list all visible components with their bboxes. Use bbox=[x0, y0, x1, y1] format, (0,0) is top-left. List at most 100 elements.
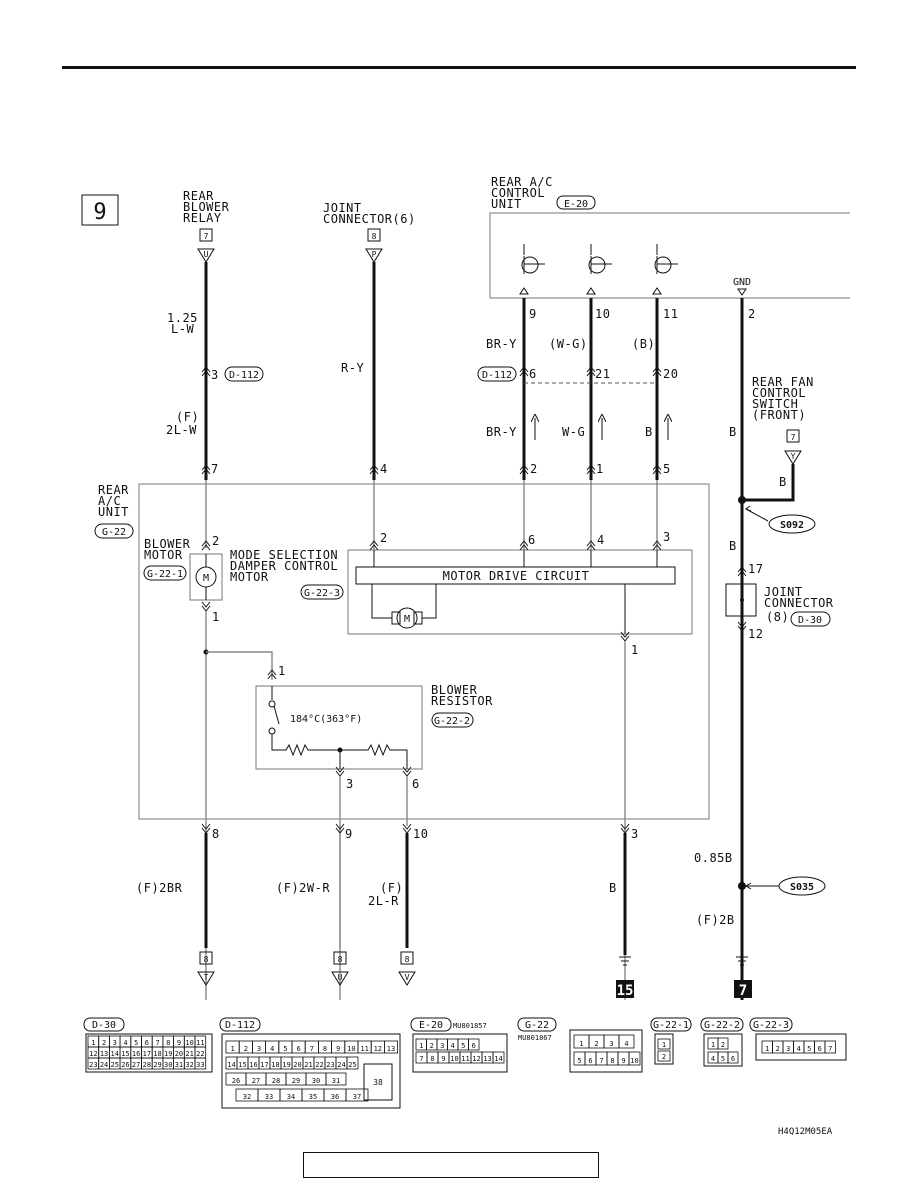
svg-text:CONTROL: CONTROL bbox=[752, 386, 806, 400]
wire-fan-switch bbox=[742, 464, 795, 502]
connector-view-g22-badge bbox=[517, 1017, 557, 1032]
connector-view-d30-pin-label: 7 bbox=[155, 1039, 159, 1047]
svg-text:G-22-2: G-22-2 bbox=[434, 716, 470, 727]
connector-view-e20-pin-label: 7 bbox=[419, 1055, 423, 1063]
header-rule bbox=[62, 66, 856, 69]
connector-view-d30-pin-label: 15 bbox=[121, 1050, 129, 1058]
connector-view-g223-pin-label: 4 bbox=[797, 1045, 801, 1053]
svg-text:2: 2 bbox=[530, 462, 538, 476]
connector-view-e20-pin-label: 11 bbox=[461, 1055, 469, 1063]
svg-text:CONNECTOR: CONNECTOR bbox=[764, 596, 834, 610]
svg-text:(F)2W-R: (F)2W-R bbox=[276, 881, 330, 895]
connector-view-d30-pin-label: 4 bbox=[123, 1039, 127, 1047]
connector-view-g22-pin-label: 2 bbox=[594, 1040, 598, 1048]
svg-text:4: 4 bbox=[597, 533, 605, 547]
connector-view-g221 bbox=[654, 1033, 674, 1065]
connector-view-d30-pin-label: 31 bbox=[175, 1061, 183, 1069]
connector-view-e20-pin-label: 10 bbox=[450, 1055, 458, 1063]
svg-text:V: V bbox=[405, 973, 410, 982]
connector-view-e20-pin-label: 8 bbox=[430, 1055, 434, 1063]
connector-view-g22-pin-label: 6 bbox=[588, 1057, 592, 1065]
svg-text:JOINT: JOINT bbox=[323, 201, 362, 215]
connector-view-g221-badge bbox=[650, 1017, 692, 1032]
svg-text:2L-R: 2L-R bbox=[368, 894, 399, 908]
svg-text:(FRONT): (FRONT) bbox=[752, 408, 806, 422]
page-footer-box bbox=[303, 1152, 599, 1178]
svg-text:2: 2 bbox=[212, 534, 220, 548]
connector-view-d112-pin-label: 36 bbox=[331, 1093, 339, 1101]
connector-view-g22-pin-label: 7 bbox=[599, 1057, 603, 1065]
svg-text:BLOWER: BLOWER bbox=[144, 537, 191, 551]
connector-view-d30-pin-label: 21 bbox=[185, 1050, 193, 1058]
svg-text:(F): (F) bbox=[380, 881, 403, 895]
connector-view-d30-badge-text: D-30 bbox=[92, 1020, 116, 1031]
svg-text:MOTOR DRIVE CIRCUIT: MOTOR DRIVE CIRCUIT bbox=[443, 569, 590, 583]
svg-text:7: 7 bbox=[211, 462, 219, 476]
svg-text:REAR: REAR bbox=[183, 189, 214, 203]
connector-view-d30-pin-label: 1 bbox=[91, 1039, 95, 1047]
connector-view-e20-pin-label: 14 bbox=[494, 1055, 502, 1063]
connector-view-e20-badge-text: E-20 bbox=[419, 1020, 443, 1031]
connector-view-g22-pin-label: 8 bbox=[610, 1057, 614, 1065]
connector-view-d112-pin-label: 21 bbox=[304, 1061, 312, 1069]
svg-text:1: 1 bbox=[596, 462, 604, 476]
svg-text:SWITCH: SWITCH bbox=[752, 397, 798, 411]
svg-text:GND: GND bbox=[733, 277, 751, 288]
connector-view-g222-pin-label: 6 bbox=[731, 1055, 735, 1063]
svg-text:MOTOR: MOTOR bbox=[230, 570, 269, 584]
svg-text:JOINT: JOINT bbox=[764, 585, 803, 599]
connector-view-g222-pin-label: 4 bbox=[711, 1055, 715, 1063]
connector-view-d112-pin-label: 26 bbox=[232, 1077, 240, 1085]
connector-view-d112-pin-label: 31 bbox=[332, 1077, 340, 1085]
connector-view-d30-pin-label: 17 bbox=[143, 1050, 151, 1058]
blower-resistor-label: BLOWER RESISTOR G-22-2 bbox=[431, 683, 493, 728]
connector-view-d112-badge bbox=[219, 1017, 261, 1032]
connector-view-d30-pin-label: 28 bbox=[143, 1061, 151, 1069]
connector-view-d112-pin bbox=[325, 1072, 347, 1086]
connector-view-g223-pin-label: 6 bbox=[818, 1045, 822, 1053]
connector-view-d112-pin-label: 28 bbox=[272, 1077, 280, 1085]
svg-text:A/C: A/C bbox=[98, 494, 121, 508]
connector-view-g22-pin-label: 10 bbox=[630, 1057, 638, 1065]
ground-point-7 bbox=[734, 980, 752, 998]
diagram-number: 9 bbox=[93, 200, 106, 225]
ecu-transistors bbox=[521, 244, 678, 274]
connector-view-g22-pin-label: 9 bbox=[621, 1057, 625, 1065]
rear-ac-control-unit-box bbox=[489, 212, 850, 299]
rear-ac-unit-box bbox=[138, 483, 710, 820]
connector-view-d112-pin-label: 17 bbox=[260, 1061, 268, 1069]
connector-view-d112-pin-label: 3 bbox=[257, 1045, 261, 1053]
connector-view-d112-pin bbox=[346, 1056, 359, 1070]
connector-view-g222-pin bbox=[727, 1051, 739, 1064]
svg-text:10: 10 bbox=[595, 307, 610, 321]
svg-text:RESISTOR: RESISTOR bbox=[431, 694, 493, 708]
connector-view-g223-badge-text: G-22-3 bbox=[753, 1020, 789, 1031]
connector-view-d112-pin-label: 11 bbox=[360, 1045, 368, 1053]
svg-text:CONTROL: CONTROL bbox=[491, 186, 545, 200]
svg-text:20: 20 bbox=[663, 367, 678, 381]
connector-view-d30-pin-label: 19 bbox=[164, 1050, 172, 1058]
svg-text:2L-W: 2L-W bbox=[166, 423, 197, 437]
svg-text:RELAY: RELAY bbox=[183, 211, 222, 225]
connector-view-g22-pin bbox=[618, 1034, 635, 1049]
rear-ac-unit-label: REAR A/C UNIT G-22 bbox=[94, 483, 134, 539]
connector-view-d112-pin-label: 27 bbox=[252, 1077, 260, 1085]
svg-text:0.85B: 0.85B bbox=[694, 851, 733, 865]
motor-drive-circuit bbox=[355, 566, 676, 585]
svg-text:21: 21 bbox=[595, 367, 610, 381]
svg-text:REAR FAN: REAR FAN bbox=[752, 375, 814, 389]
svg-text:B: B bbox=[609, 881, 617, 895]
svg-text:BR-Y: BR-Y bbox=[486, 337, 517, 351]
connector-view-d112-pin-label: 30 bbox=[312, 1077, 320, 1085]
blower-motor-label: BLOWER MOTOR G-22-1 bbox=[143, 537, 191, 581]
svg-text:4: 4 bbox=[380, 462, 388, 476]
svg-text:8: 8 bbox=[212, 827, 220, 841]
svg-text:(B): (B) bbox=[632, 337, 655, 351]
svg-text:9: 9 bbox=[529, 307, 537, 321]
connector-view-g221-pin bbox=[657, 1038, 671, 1050]
mode-motor-label: MODE SELECTION DAMPER CONTROL MOTOR G-22… bbox=[230, 548, 344, 600]
svg-text:5: 5 bbox=[663, 462, 671, 476]
connector-view-g22-pin bbox=[628, 1051, 641, 1066]
svg-text:B: B bbox=[779, 475, 787, 489]
joint-connector-6-label: JOINT CONNECTOR(6) bbox=[323, 201, 415, 226]
